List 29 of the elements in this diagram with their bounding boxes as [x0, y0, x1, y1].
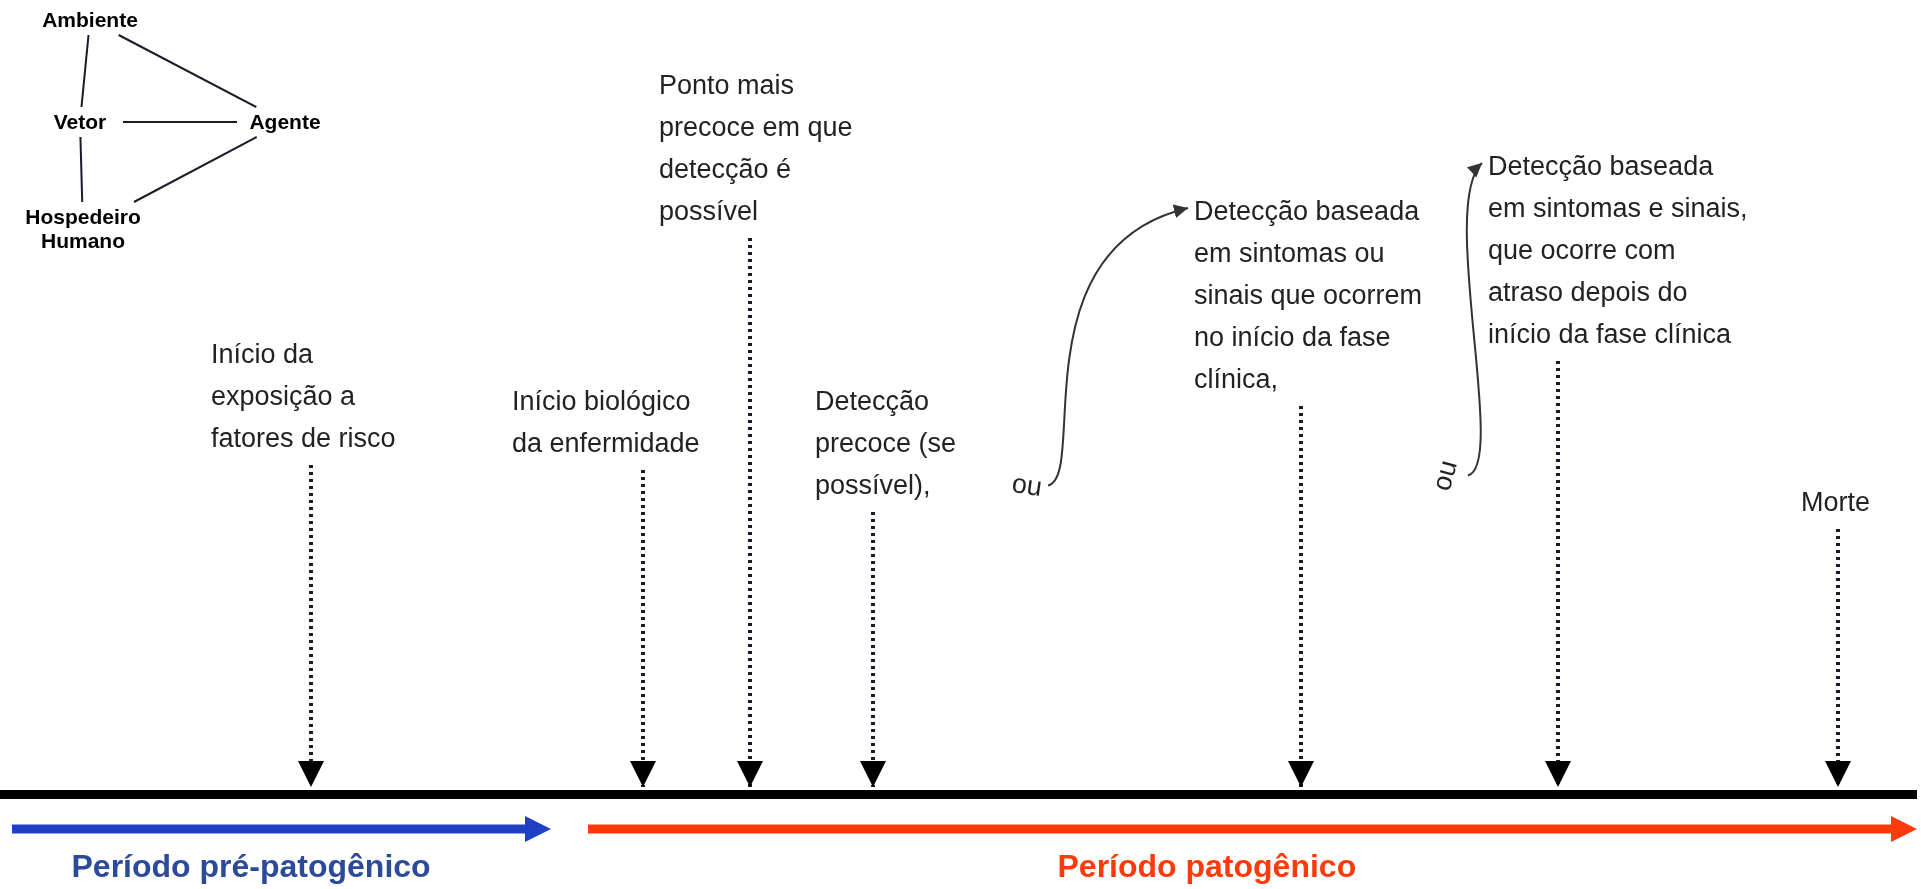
connector-line: [122, 121, 238, 123]
event-text: Detecção baseada em sintomas ou sinais que ocorrem no início da fase clínica,: [1194, 190, 1424, 400]
event-text: Início da exposição a fatores de risco: [211, 333, 411, 459]
conjunction-text: ou: [1426, 457, 1464, 494]
dotted-arrow: [298, 465, 324, 787]
event-text: Início biológico da enfermidade: [512, 380, 722, 464]
connector-line: [80, 34, 90, 108]
node-label: Vetor: [40, 110, 120, 134]
event-text: Detecção baseada em sintomas e sinais, que ocorre com atraso depois do início da fase clínica: [1488, 145, 1753, 355]
period-label: Período pré-patogênico: [71, 848, 431, 885]
conjunction-text: ou: [1010, 468, 1045, 503]
dotted-arrow: [630, 470, 656, 787]
connector-line: [117, 34, 258, 108]
dotted-arrow: [1825, 529, 1851, 787]
event-text: Morte: [1801, 481, 1911, 523]
curved-arrow: [1465, 162, 1483, 477]
connector-line: [79, 136, 84, 203]
node-label: Hospedeiro Humano: [8, 205, 158, 253]
connector-line: [132, 136, 258, 203]
timeline-bar: [0, 790, 1917, 799]
period-label: Período patogênico: [1057, 848, 1357, 885]
dotted-arrow: [737, 238, 763, 787]
dotted-arrow: [1288, 406, 1314, 787]
dotted-arrow: [1545, 361, 1571, 787]
curved-arrow: [1047, 206, 1189, 487]
dotted-arrow: [860, 512, 886, 787]
node-label: Agente: [240, 110, 330, 134]
node-label: Ambiente: [40, 8, 140, 32]
event-text: Ponto mais precoce em que detecção é possível: [659, 64, 869, 232]
